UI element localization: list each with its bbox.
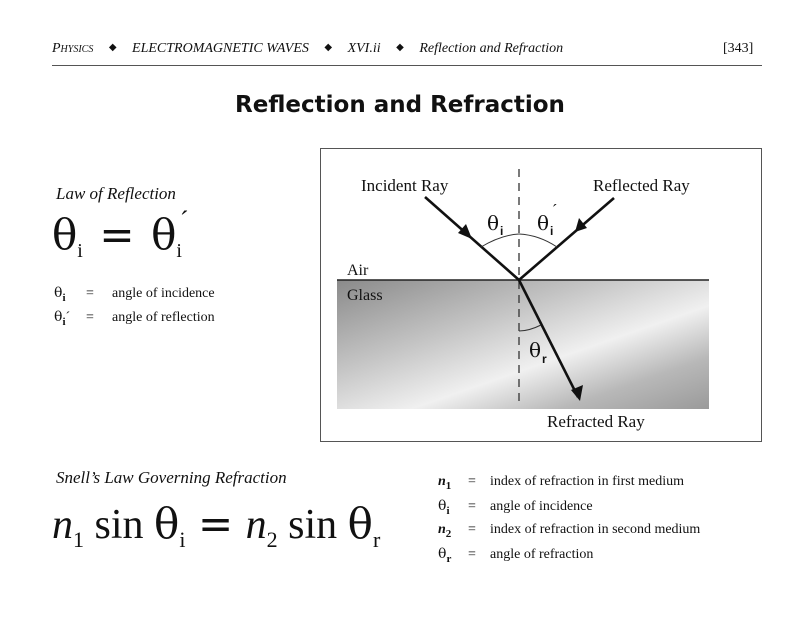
sin-text: sin (94, 502, 144, 548)
reflection-heading: Law of Reflection (56, 184, 176, 203)
theta-symbol: θ (438, 546, 447, 562)
subscript: r (446, 552, 452, 565)
subscript: 2 (445, 527, 452, 540)
air-label: Air (347, 262, 369, 279)
subscript: i (62, 315, 66, 328)
arrow-head-icon (575, 218, 587, 232)
running-header: Physics ◆ ELECTROMAGNETIC WAVES ◆ XVI.ii… (52, 41, 752, 57)
subscript: 2 (266, 527, 278, 552)
theta-symbol: θ (151, 210, 177, 259)
n-symbol: n (438, 474, 446, 489)
subscript: 1 (445, 479, 452, 492)
equals-sign: = (468, 474, 476, 489)
definition-text: index of refraction in second medium (490, 522, 701, 537)
theta-symbol: θ (52, 210, 78, 259)
incident-ray (424, 196, 520, 281)
snells-law-heading: Snell’s Law Governing Refraction (56, 468, 287, 487)
definition-row: θr = angle of refraction (438, 546, 593, 565)
prime-mark: ´ (65, 310, 71, 325)
incident-ray-label: Incident Ray (361, 176, 449, 195)
definition-text: index of refraction in first medium (490, 474, 684, 489)
bullet-icon: ◆ (396, 42, 404, 53)
subscript: i (77, 240, 83, 262)
arrow-head-icon (458, 224, 472, 239)
glass-block (337, 280, 709, 409)
theta-symbol: θ (54, 309, 63, 325)
definition-row: θi = angle of incidence (54, 286, 215, 304)
refracted-ray-label: Refracted Ray (547, 412, 645, 431)
refracted-angle-symbol: θ (529, 338, 541, 362)
arrow-head-icon (571, 385, 583, 401)
equals-sign: = (468, 522, 476, 537)
page-number: [343] (723, 41, 754, 56)
bullet-icon: ◆ (108, 42, 117, 53)
reflected-angle-prime: ´ (552, 202, 557, 219)
definition-row: n2 = index of refraction in second medium (438, 522, 700, 540)
definition-text: angle of incidence (112, 286, 215, 301)
reflected-angle-symbol: θ (537, 211, 549, 235)
definition-text: angle of refraction (490, 547, 594, 562)
header-section: Physics (52, 41, 94, 56)
refracted-ray (517, 279, 580, 398)
equals-sign: = (468, 499, 476, 514)
subscript: r (372, 527, 381, 552)
subscript: i (179, 527, 186, 552)
glass-label: Glass (347, 287, 383, 304)
theta-symbol: θ (154, 499, 180, 548)
equals-sign: = (86, 286, 94, 301)
n-symbol: n (245, 502, 267, 548)
equals-sign: = (99, 210, 135, 259)
reflected-angle-arc (518, 233, 558, 248)
reflected-ray (518, 197, 615, 281)
n-symbol: n (438, 522, 446, 537)
theta-symbol: θ (438, 498, 447, 514)
header-topic: Reflection and Refraction (419, 41, 564, 56)
definition-row: n1 = index of refraction in first medium (438, 474, 684, 492)
refraction-diagram: Incident Ray Reflected Ray Refracted Ray… (320, 148, 762, 442)
n-symbol: n (52, 502, 73, 548)
bullet-icon: ◆ (324, 42, 333, 53)
incident-angle-subscript: i (500, 224, 503, 238)
snells-law-equation: n1 sin θi = n2 sin θr (52, 502, 380, 551)
incident-angle-arc (480, 233, 520, 248)
diagram-svg: Incident Ray Reflected Ray Refracted Ray… (337, 169, 709, 431)
subscript: 1 (73, 527, 84, 552)
refracted-angle-subscript: r (542, 352, 547, 366)
definition-row: θi = angle of incidence (438, 498, 593, 517)
reflected-angle-subscript: i (550, 224, 553, 238)
reflected-ray-label: Reflected Ray (593, 176, 690, 195)
equals-sign: = (197, 499, 234, 548)
subscript: i (62, 291, 66, 304)
header-unit: XVI.ii (347, 41, 381, 56)
subscript: i (176, 240, 182, 262)
definition-text: angle of incidence (490, 499, 593, 514)
incident-angle-symbol: θ (487, 211, 499, 235)
refracted-angle-arc (518, 324, 542, 332)
theta-symbol: θ (54, 285, 63, 301)
subscript: i (446, 504, 450, 517)
equals-sign: = (86, 310, 94, 325)
page-title: Reflection and Refraction (235, 92, 565, 118)
definition-row: θi´ = angle of reflection (54, 310, 215, 328)
header-chapter: ELECTROMAGNETIC WAVES (132, 41, 309, 56)
equals-sign: = (468, 547, 476, 562)
definition-text: angle of reflection (112, 310, 215, 325)
header-rule (52, 65, 762, 66)
theta-symbol: θ (347, 499, 373, 548)
reflection-equation: θi = θi´ (52, 208, 191, 262)
sin-text: sin (288, 502, 338, 548)
prime-mark: ´ (179, 206, 189, 235)
